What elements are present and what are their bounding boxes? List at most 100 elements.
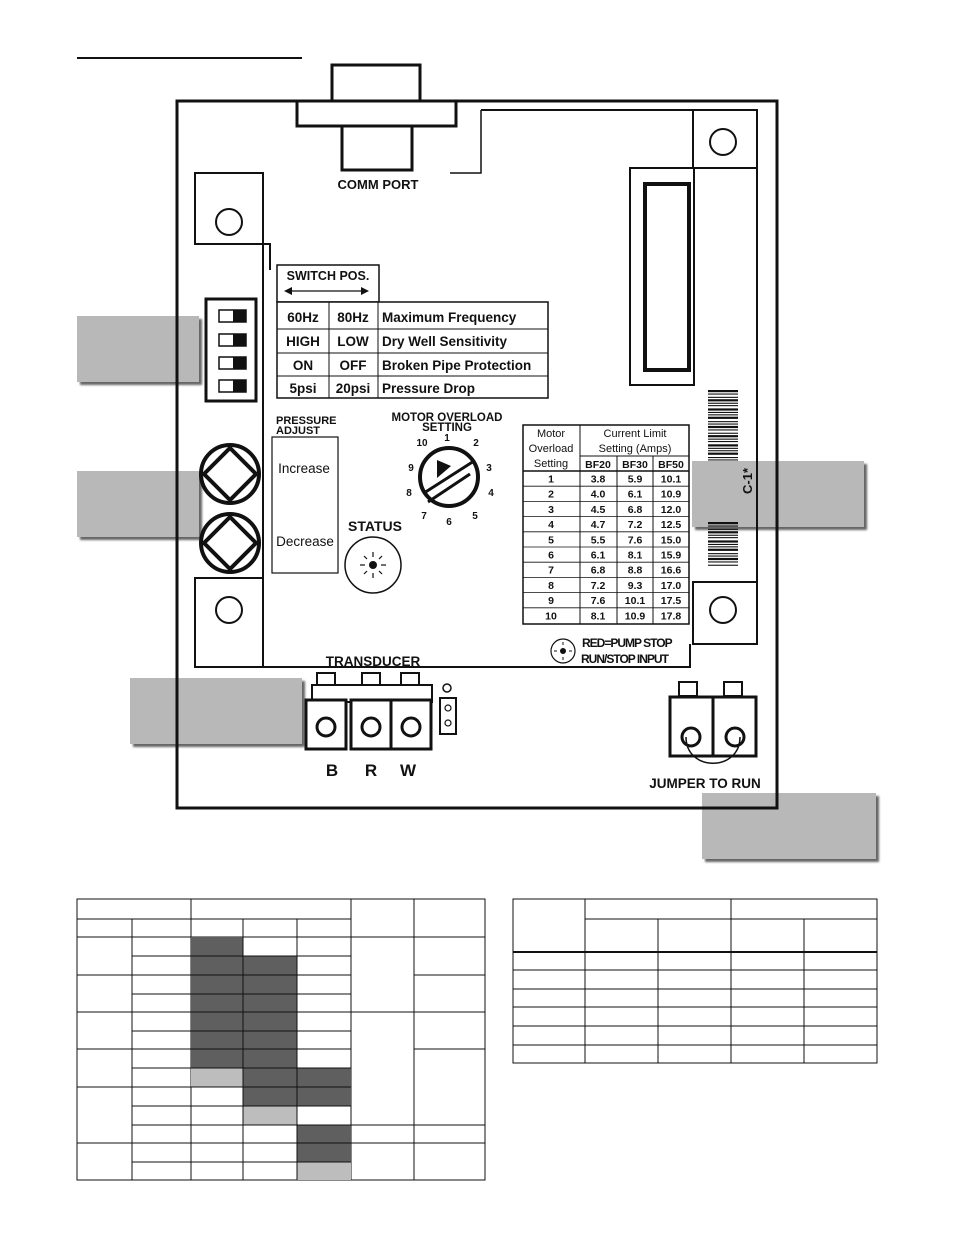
ovl-cell: 5.9 [628,474,643,486]
mount-hole-tr [709,128,737,156]
ovl-cell: 6 [548,550,554,562]
ovl-cell: 6.8 [591,565,606,577]
ovl-cell: 15.0 [661,534,682,546]
comm-port-label: COMM PORT [338,177,419,192]
switch-row-a: 60Hz [287,310,319,325]
table-shaded-cell [297,1162,351,1180]
ovl-cell: 4 [548,519,554,531]
switch-row-desc: Pressure Drop [382,381,475,396]
ovl-cell: 10.1 [625,595,646,607]
ovl-cell: 5 [548,534,554,546]
increase-label: Increase [278,461,330,476]
right-connector [629,167,695,386]
mount-tab-br [692,581,758,645]
ovl-cell: 17.0 [661,580,682,592]
motor-overload-label-1: MOTOR OVERLOAD [392,412,503,424]
dial-number: 5 [472,511,478,522]
ovl-cell: 8 [548,580,554,592]
ovl-cell: 9 [548,595,554,607]
switch-row-b: 80Hz [337,310,369,325]
run-stop-input-label: RUN/STOP INPUT [581,652,670,666]
dial-number: 2 [473,438,479,449]
overload-dial [418,446,480,508]
mount-hole-bl [215,596,243,624]
ovl-cell: 7.2 [591,580,606,592]
terminal-w-label: W [400,761,417,780]
dial-number: 4 [488,488,494,499]
ovl-cell: 12.0 [661,504,682,516]
pressure-adjust-label-1: PRESSURE [276,415,337,427]
board-outline [175,99,779,810]
comm-port-flange [295,99,458,128]
ovl-cell: 8.1 [628,550,643,562]
jumper-to-run-label: JUMPER TO RUN [649,776,761,791]
ovl-cell: 6.1 [628,489,643,501]
mount-hole-tl [215,208,243,236]
switch-row-desc: Maximum Frequency [382,310,517,325]
switch-pos-label: SWITCH POS. [287,269,370,283]
ovl-cell: 4.5 [591,504,606,516]
ovl-cell: 17.5 [661,595,682,607]
dip-switch-toggles [218,309,247,393]
dial-number: 7 [421,511,427,522]
dial-number: 3 [486,463,492,474]
terminal-b-label: B [326,761,338,780]
ovl-cell: 12.5 [661,519,682,531]
ovl-cell: 7.6 [628,534,643,546]
callout-box-pressure-buttons [77,471,199,537]
ovl-header-1: Motor [537,428,565,440]
switch-row-b: OFF [340,358,367,373]
ovl-cell: 2 [548,489,554,501]
ovl-cell: 8.1 [591,610,606,622]
pressure-adjust-label-2: ADJUST [276,425,320,437]
ovl-cell: 6.8 [628,504,643,516]
transducer-label: TRANSDUCER [326,654,421,669]
switch-row-a: ON [293,358,313,373]
ovl-cell: 7 [548,565,554,577]
ovl-cell: 5.5 [591,534,606,546]
dial-number: 8 [406,488,412,499]
barcode [708,390,738,566]
barcode-code: C-1* [740,467,755,494]
ovl-cell: 1 [548,474,554,486]
switch-row-b: 20psi [336,381,371,396]
comm-port-top [330,63,422,107]
switch-row-a: 5psi [289,381,316,396]
ovl-cell: 7.2 [628,519,643,531]
ovl-col-header: BF30 [622,459,648,471]
ovl-cell: 10.9 [625,610,646,622]
ovl-header-3: Setting [534,458,568,470]
switch-row-b: LOW [337,334,369,349]
terminal-r-label: R [365,761,377,780]
ovl-cell: 10.9 [661,489,682,501]
ovl-cell: 6.1 [591,550,606,562]
dial-number: 9 [408,463,414,474]
ovl-col-header: BF20 [585,459,611,471]
ovl-cell: 3 [548,504,554,516]
callout-box-dip-switch [77,316,199,382]
status-label: STATUS [348,518,402,534]
switch-row-desc: Dry Well Sensitivity [382,334,508,349]
transducer-terminals [304,672,457,751]
pressure-button-up [199,443,261,505]
ovl-cell: 8.8 [628,565,643,577]
pressure-button-down [199,512,261,574]
ovl-cell: 10.1 [661,474,682,486]
dial-number: 10 [416,438,428,449]
ovl-cell: 16.6 [661,565,682,577]
right-connector-slot [643,182,691,372]
comm-port-body [340,124,414,172]
dial-number: 1 [444,433,450,444]
red-pump-stop-label: RED=PUMP STOP [582,636,673,650]
mount-tab-tl [194,172,264,245]
callout-box-transducer [130,678,302,744]
ovl-cell: 15.9 [661,550,682,562]
switch-row-desc: Broken Pipe Protection [382,358,531,373]
table-shaded-cell [191,1068,243,1087]
ovl-col-header: BF50 [658,459,684,471]
ovl-current-limit-1: Current Limit [604,428,667,440]
ovl-cell: 4.0 [591,489,606,501]
bottom-right-table [512,898,878,1064]
ovl-header-2: Overload [529,443,574,455]
